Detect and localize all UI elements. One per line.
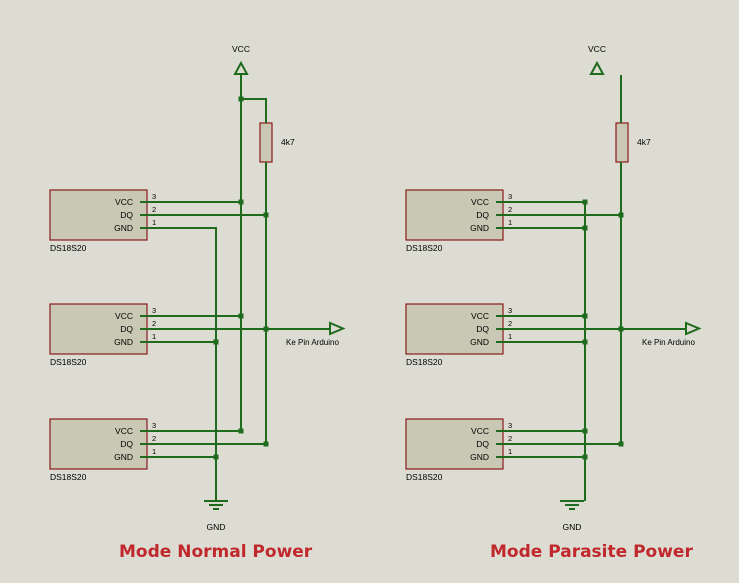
pin-number: 1 (152, 332, 156, 341)
pin-number: 3 (152, 306, 156, 315)
chip-body (49, 303, 148, 355)
junction-dot (582, 225, 588, 231)
chip-label: DS18S20 (406, 472, 443, 482)
pin-name-vcc: VCC (115, 311, 133, 321)
pin-name-gnd: GND (114, 337, 133, 347)
arduino-pin-label: Ke Pin Arduino (642, 338, 695, 347)
junction-dot (238, 313, 244, 319)
caption-normal-power: Mode Normal Power (119, 542, 313, 562)
junction-dot (238, 96, 244, 102)
pin-number: 1 (508, 332, 512, 341)
resistor-4k7 (259, 122, 273, 163)
ground-icon (560, 500, 584, 510)
chip-body (405, 418, 504, 470)
pin-name-gnd: GND (114, 223, 133, 233)
junction-dot (582, 454, 588, 460)
pin-name-vcc: VCC (471, 426, 489, 436)
pin-number: 3 (508, 192, 512, 201)
chip-body (405, 189, 504, 241)
junction-dot (213, 339, 219, 345)
chip-body (405, 303, 504, 355)
pin-name-gnd: GND (114, 452, 133, 462)
pin-name-vcc: VCC (115, 426, 133, 436)
vcc-label: VCC (232, 44, 250, 54)
gnd-label: GND (563, 522, 582, 532)
pin-number: 2 (152, 434, 156, 443)
chip-body (49, 189, 148, 241)
pin-number: 3 (152, 192, 156, 201)
chip-label: DS18S20 (406, 357, 443, 367)
pin-name-gnd: GND (470, 452, 489, 462)
pin-name-vcc: VCC (115, 197, 133, 207)
caption-parasite-power: Mode Parasite Power (490, 542, 693, 562)
junction-dot (582, 313, 588, 319)
pin-name-dq: DQ (120, 324, 133, 334)
junction-dot (618, 212, 624, 218)
vcc-terminal-icon (233, 60, 249, 75)
junction-dot (238, 199, 244, 205)
resistor-label: 4k7 (281, 137, 295, 147)
pin-name-dq: DQ (476, 439, 489, 449)
pin-name-dq: DQ (476, 210, 489, 220)
pin-name-gnd: GND (470, 223, 489, 233)
chip-label: DS18S20 (50, 243, 87, 253)
pin-number: 1 (508, 447, 512, 456)
pin-name-dq: DQ (476, 324, 489, 334)
pin-name-gnd: GND (470, 337, 489, 347)
resistor-top-wire (241, 98, 267, 123)
junction-dot (618, 326, 624, 332)
resistor-4k7 (615, 122, 629, 163)
vcc-label: VCC (588, 44, 606, 54)
junction-dot (263, 326, 269, 332)
pin-number: 2 (152, 319, 156, 328)
junction-dot (238, 428, 244, 434)
arduino-pin-label: Ke Pin Arduino (286, 338, 339, 347)
junction-dot (263, 212, 269, 218)
junction-dot (582, 199, 588, 205)
pin-number: 1 (152, 447, 156, 456)
circuit-parasite: VCC3DQ2GND1DS18S20VCC3DQ2GND1DS18S20VCC3… (405, 44, 702, 532)
junction-dot (582, 428, 588, 434)
pin-name-vcc: VCC (471, 197, 489, 207)
circuit-normal: VCC3DQ2GND1DS18S20VCC3DQ2GND1DS18S20VCC3… (49, 44, 346, 532)
pin-number: 2 (508, 319, 512, 328)
junction-dot (213, 454, 219, 460)
gnd-label: GND (207, 522, 226, 532)
pin-number: 1 (152, 218, 156, 227)
pin-number: 3 (508, 306, 512, 315)
gnd-rail (140, 227, 217, 501)
pin-name-dq: DQ (120, 439, 133, 449)
pin-number: 3 (508, 421, 512, 430)
pin-number: 1 (508, 218, 512, 227)
junction-dot (582, 339, 588, 345)
pin-number: 2 (508, 205, 512, 214)
chip-label: DS18S20 (50, 472, 87, 482)
pin-number: 2 (508, 434, 512, 443)
junction-dot (618, 441, 624, 447)
resistor-label: 4k7 (637, 137, 651, 147)
pin-number: 3 (152, 421, 156, 430)
pin-number: 2 (152, 205, 156, 214)
vcc-terminal-icon (589, 60, 605, 75)
chip-label: DS18S20 (50, 357, 87, 367)
junction-dot (263, 441, 269, 447)
pin-name-vcc: VCC (471, 311, 489, 321)
pin-name-dq: DQ (120, 210, 133, 220)
chip-label: DS18S20 (406, 243, 443, 253)
